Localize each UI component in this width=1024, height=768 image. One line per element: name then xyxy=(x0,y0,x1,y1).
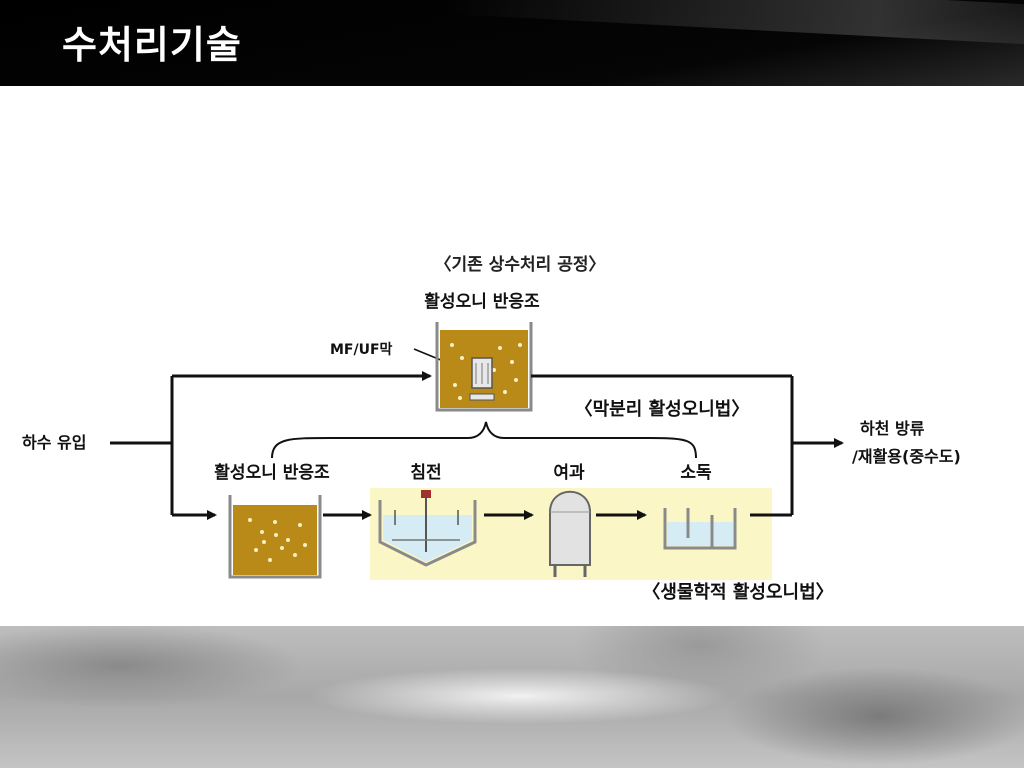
bio-method-label: 〈생물학적 활성오니법〉 xyxy=(642,581,833,603)
membrane-label: MF/UF막 xyxy=(330,341,393,358)
sedimentation-label: 침전 xyxy=(410,462,441,483)
inflow-label: 하수 유입 xyxy=(22,433,86,452)
mbr-reactor-label: 활성오니 반응조 xyxy=(424,291,540,312)
mbr-method-label: 〈막분리 활성오니법〉 xyxy=(575,399,750,420)
outflow-label-line2: /재활용(중수도) xyxy=(852,447,961,466)
page-title: 수처리기술 xyxy=(62,23,242,67)
filtration-label: 여과 xyxy=(553,463,585,483)
header-label: 〈기존 상수처리 공정〉 xyxy=(435,254,606,275)
bio-reactor-tank xyxy=(228,495,322,579)
method-brace xyxy=(271,421,697,459)
disinfection-label: 소독 xyxy=(680,463,712,483)
title-bar: 수처리기술 xyxy=(0,0,1024,86)
background-photo xyxy=(0,626,1024,768)
mbr-reactor-tank xyxy=(435,322,533,412)
sedimentation-tank xyxy=(378,490,477,567)
bio-reactor-label: 활성오니 반응조 xyxy=(214,462,330,483)
filtration-vessel xyxy=(549,490,591,577)
outflow-label-line1: 하천 방류 xyxy=(860,419,925,438)
disinfection-tank xyxy=(663,508,737,550)
